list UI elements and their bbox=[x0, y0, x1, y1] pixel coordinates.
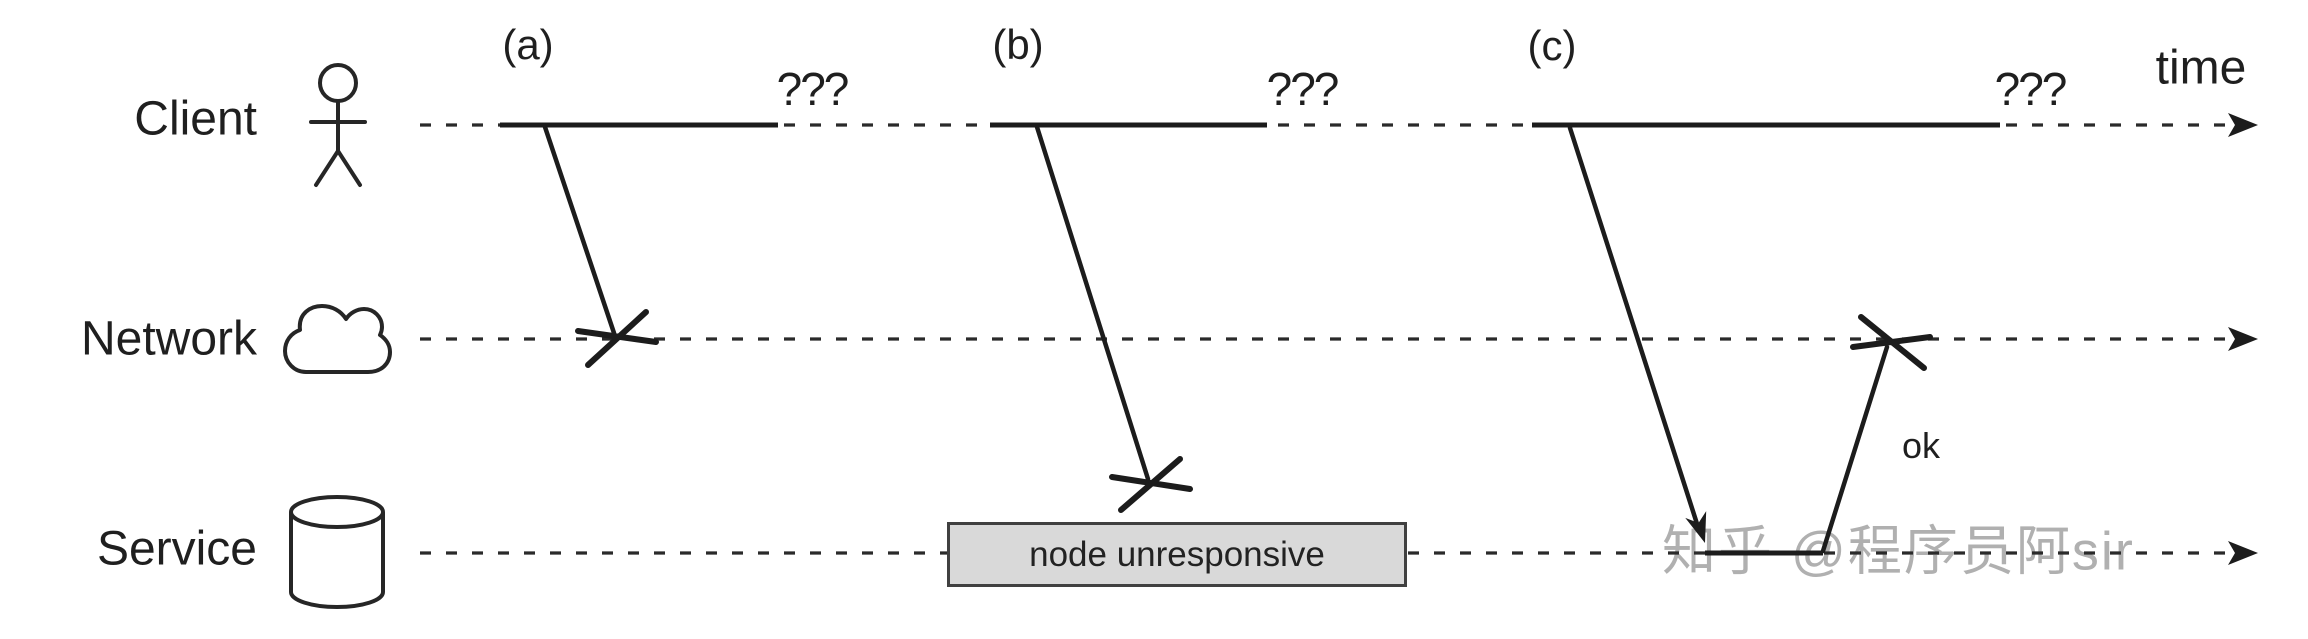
lane-label-service: Service bbox=[96, 522, 257, 576]
network-lane-arrowhead-icon bbox=[2228, 327, 2258, 351]
request-line-c bbox=[1567, 125, 1702, 533]
request-arrowhead-c bbox=[1685, 511, 1707, 543]
request-line-b bbox=[1034, 124, 1151, 482]
client-lane-arrowhead-icon bbox=[2228, 113, 2258, 137]
reply-ok-label: ok bbox=[1901, 425, 1941, 466]
scenario-a-label: (a) bbox=[502, 21, 554, 68]
message-lost-x-a bbox=[575, 309, 659, 368]
outcome-unknown-b: ??? bbox=[1266, 63, 1340, 115]
database-icon bbox=[289, 495, 385, 609]
request-line-a bbox=[542, 124, 617, 336]
outcome-unknown-c: ??? bbox=[1994, 63, 2068, 115]
lane-label-client: Client bbox=[134, 92, 257, 146]
outcome-unknown-a: ??? bbox=[776, 63, 850, 115]
reply-line-c bbox=[1820, 344, 1890, 554]
time-axis-label: time bbox=[2155, 41, 2247, 95]
node-unresponsive-label: node unresponsive bbox=[1029, 534, 1325, 574]
scenario-b-label: (b) bbox=[992, 21, 1044, 68]
node-unresponsive-box: node unresponsive bbox=[947, 522, 1407, 587]
lane-label-network: Network bbox=[80, 312, 257, 366]
message-lost-x-b bbox=[1109, 456, 1193, 513]
reply-lost-x-c bbox=[1850, 314, 1933, 371]
cloud-icon bbox=[283, 304, 392, 374]
scenario-c-label: (c) bbox=[1527, 22, 1577, 69]
person-icon bbox=[309, 63, 367, 187]
service-lane-arrowhead-icon bbox=[2228, 541, 2258, 565]
